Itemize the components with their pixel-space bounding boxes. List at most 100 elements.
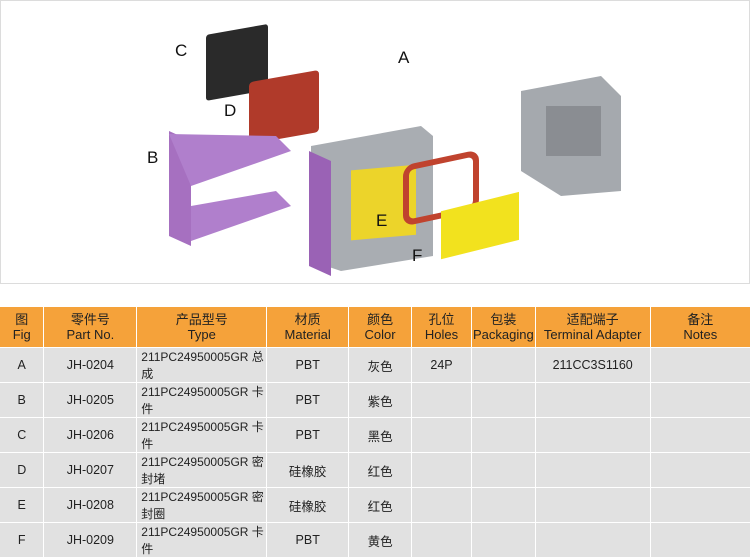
table-cell: JH-0204 (44, 348, 137, 383)
table-cell (650, 453, 750, 488)
table-cell: 211PC24950005GR 密封堵 (137, 453, 267, 488)
table-cell (650, 488, 750, 523)
table-cell: 211PC24950005GR 总成 (137, 348, 267, 383)
table-cell: D (0, 453, 44, 488)
table-cell (412, 383, 472, 418)
header-cn: 适配端子 (537, 312, 649, 327)
header-en: Fig (1, 327, 42, 342)
table-cell: JH-0208 (44, 488, 137, 523)
table-cell: 211PC24950005GR 卡件 (137, 418, 267, 453)
table-cell: PBT (267, 418, 349, 453)
table-cell: 211CC3S1160 (535, 348, 650, 383)
header-en: Notes (652, 327, 749, 342)
table-cell: 211PC24950005GR 密封圈 (137, 488, 267, 523)
table-cell: 硅橡胶 (267, 488, 349, 523)
header-en: Material (268, 327, 347, 342)
table-cell: B (0, 383, 44, 418)
header-en: Packaging (473, 327, 534, 342)
table-cell: 211PC24950005GR 卡件 (137, 523, 267, 557)
label-e: E (376, 211, 387, 231)
header-cn: 备注 (652, 312, 749, 327)
table-cell (471, 383, 535, 418)
table-cell: A (0, 348, 44, 383)
label-c: C (175, 41, 187, 61)
table-cell: E (0, 488, 44, 523)
header-cn: 零件号 (45, 312, 135, 327)
table-cell: PBT (267, 383, 349, 418)
table-cell (535, 418, 650, 453)
table-cell: 黑色 (349, 418, 412, 453)
table-cell (650, 523, 750, 557)
header-en: Type (138, 327, 265, 342)
header-en: Part No. (45, 327, 135, 342)
table-cell: 红色 (349, 453, 412, 488)
table-cell: PBT (267, 523, 349, 557)
part-d-red-seal (249, 70, 319, 144)
table-cell (650, 383, 750, 418)
table-cell (412, 488, 472, 523)
table-cell: 211PC24950005GR 卡件 (137, 383, 267, 418)
header-cn: 产品型号 (138, 312, 265, 327)
table-cell: JH-0205 (44, 383, 137, 418)
table-cell: 紫色 (349, 383, 412, 418)
part-f-yellow-lock (441, 192, 519, 259)
header-en: Terminal Adapter (537, 327, 649, 342)
label-d: D (224, 101, 236, 121)
table-cell: 黄色 (349, 523, 412, 557)
table-cell: C (0, 418, 44, 453)
header-cn: 颜色 (350, 312, 410, 327)
table-cell (535, 523, 650, 557)
table-cell (535, 383, 650, 418)
table-cell (412, 418, 472, 453)
table-cell (650, 418, 750, 453)
connector-parts-illustration (1, 1, 749, 283)
table-cell: JH-0206 (44, 418, 137, 453)
header-cn: 图 (1, 312, 42, 327)
header-cn: 材质 (268, 312, 347, 327)
table-cell (412, 453, 472, 488)
header-cn: 包装 (473, 312, 534, 327)
table-cell: JH-0207 (44, 453, 137, 488)
table-cell (471, 488, 535, 523)
product-figure: C D A B E F (0, 0, 750, 284)
table-cell: 硅橡胶 (267, 453, 349, 488)
table-cell (650, 348, 750, 383)
label-b: B (147, 148, 158, 168)
part-b-purple-clip (169, 131, 291, 246)
table-cell: 灰色 (349, 348, 412, 383)
table-cell (535, 488, 650, 523)
table-cell (535, 453, 650, 488)
label-f: F (412, 246, 422, 266)
header-en: Holes (413, 327, 470, 342)
table-cell (412, 523, 472, 557)
table-cell (471, 453, 535, 488)
table-cell (471, 523, 535, 557)
label-a: A (398, 48, 409, 68)
table-cell: JH-0209 (44, 523, 137, 557)
header-en: Color (350, 327, 410, 342)
table-cell: F (0, 523, 44, 557)
table-cell: 红色 (349, 488, 412, 523)
mating-header-gray (521, 76, 621, 196)
table-cell (471, 348, 535, 383)
header-cn: 孔位 (413, 312, 470, 327)
table-cell: PBT (267, 348, 349, 383)
table-cell: 24P (412, 348, 472, 383)
